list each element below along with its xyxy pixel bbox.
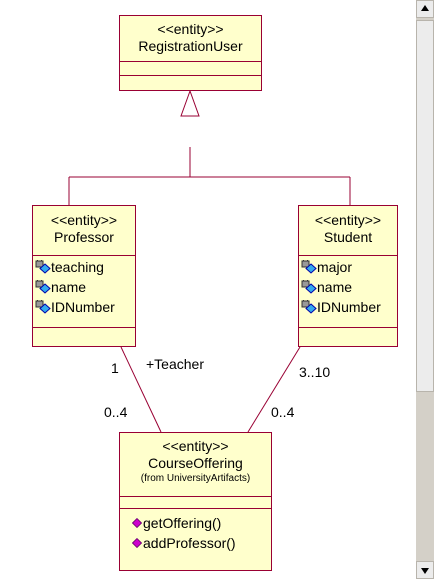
attribute-row[interactable]: IDNumber bbox=[301, 297, 397, 317]
private-attribute-icon bbox=[301, 280, 317, 294]
attribute-compartment bbox=[120, 62, 261, 76]
attribute-label: IDNumber bbox=[317, 299, 381, 315]
class-name: RegistrationUser bbox=[138, 38, 243, 54]
operation-compartment bbox=[120, 76, 261, 90]
class-stereotype: <<entity>> bbox=[162, 438, 229, 454]
attribute-label: name bbox=[317, 279, 353, 295]
attribute-row[interactable]: name bbox=[301, 277, 397, 297]
scroll-down-button[interactable] bbox=[416, 561, 434, 579]
class-stereotype: <<entity>> bbox=[157, 21, 224, 37]
connector-layer bbox=[68, 89, 351, 433]
attribute-compartment: teaching name IDNumber bbox=[33, 256, 135, 328]
scroll-thumb[interactable] bbox=[416, 20, 434, 392]
scroll-up-button[interactable] bbox=[416, 0, 434, 18]
multiplicity-student-end: 3..10 bbox=[299, 364, 331, 380]
operation-row[interactable]: addProfessor() bbox=[122, 533, 271, 553]
association-student-course[interactable] bbox=[247, 346, 301, 433]
multiplicity-professor-end: 1 bbox=[111, 360, 119, 376]
attribute-row[interactable]: teaching bbox=[35, 257, 135, 277]
class-stereotype: <<entity>> bbox=[50, 212, 118, 228]
operation-compartment bbox=[299, 328, 397, 346]
private-attribute-icon bbox=[35, 300, 51, 314]
private-attribute-icon bbox=[35, 280, 51, 294]
association-professor-course[interactable] bbox=[120, 346, 162, 433]
generalization-arrowhead bbox=[180, 89, 200, 117]
class-name: Student bbox=[323, 229, 373, 245]
class-name: Professor bbox=[54, 229, 114, 245]
public-operation-icon bbox=[132, 538, 142, 548]
public-operation-icon bbox=[132, 518, 142, 528]
private-attribute-icon bbox=[301, 260, 317, 274]
attribute-label: major bbox=[317, 259, 353, 275]
class-student[interactable]: <<entity>> Student major name bbox=[298, 205, 398, 347]
attribute-row[interactable]: IDNumber bbox=[35, 297, 135, 317]
role-label-teacher: +Teacher bbox=[146, 356, 204, 372]
class-course-offering[interactable]: <<entity>> CourseOffering (from Universi… bbox=[119, 432, 272, 571]
attribute-label: IDNumber bbox=[51, 299, 115, 315]
operation-compartment bbox=[33, 328, 135, 346]
operation-label: addProfessor() bbox=[143, 535, 236, 551]
private-attribute-icon bbox=[301, 300, 317, 314]
multiplicity-professor-course-end: 0..4 bbox=[104, 404, 128, 420]
multiplicity-student-course-end: 0..4 bbox=[271, 404, 295, 420]
class-registration-user[interactable]: <<entity>> RegistrationUser bbox=[119, 15, 262, 91]
attribute-label: teaching bbox=[51, 259, 104, 275]
vertical-scrollbar[interactable] bbox=[416, 0, 434, 579]
attribute-compartment: major name IDNumber bbox=[299, 256, 397, 328]
attribute-row[interactable]: major bbox=[301, 257, 397, 277]
attribute-row[interactable]: name bbox=[35, 277, 135, 297]
class-name: CourseOffering bbox=[148, 455, 243, 471]
private-attribute-icon bbox=[35, 260, 51, 274]
attribute-label: name bbox=[51, 279, 87, 295]
operation-row[interactable]: getOffering() bbox=[122, 513, 271, 533]
arrow-down-icon bbox=[421, 568, 429, 574]
class-stereotype: <<entity>> bbox=[314, 212, 382, 228]
attribute-compartment bbox=[120, 497, 271, 509]
operation-compartment: getOffering() addProfessor() bbox=[120, 509, 271, 570]
operation-label: getOffering() bbox=[143, 515, 222, 531]
arrow-up-icon bbox=[421, 5, 429, 11]
class-professor[interactable]: <<entity>> Professor teaching name bbox=[32, 205, 136, 347]
package-note: (from UniversityArtifacts) bbox=[140, 473, 251, 484]
